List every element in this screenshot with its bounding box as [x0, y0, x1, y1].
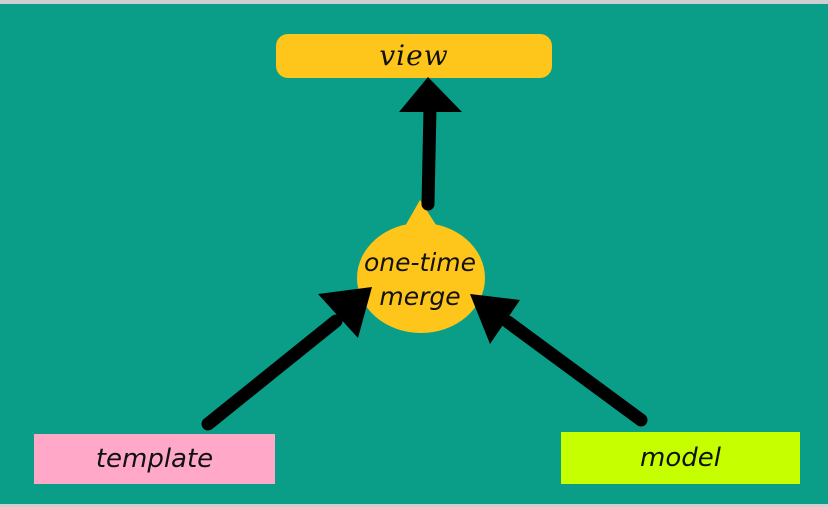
arrow-merge-to-view-shaft [421, 101, 437, 211]
model-label: model [640, 443, 721, 473]
merge-label-line-2: merge [379, 282, 461, 311]
merge-node-spout [404, 200, 438, 228]
template-node [34, 434, 275, 484]
view-label: view [379, 39, 449, 72]
merge-node [357, 223, 485, 333]
diagram-graphics [0, 4, 828, 504]
merge-label-line-1: one-time [363, 248, 477, 277]
template-label: template [95, 444, 214, 474]
arrow-template-to-merge-shaft [201, 314, 343, 431]
view-node [276, 34, 552, 78]
model-node [561, 432, 800, 484]
arrow-model-to-merge-shaft [501, 315, 648, 427]
arrow-model-to-merge-head [470, 294, 520, 344]
merge-label: one-time merge [340, 246, 500, 314]
arrow-template-to-merge-head [318, 287, 372, 338]
arrow-merge-to-view-head [399, 77, 462, 112]
